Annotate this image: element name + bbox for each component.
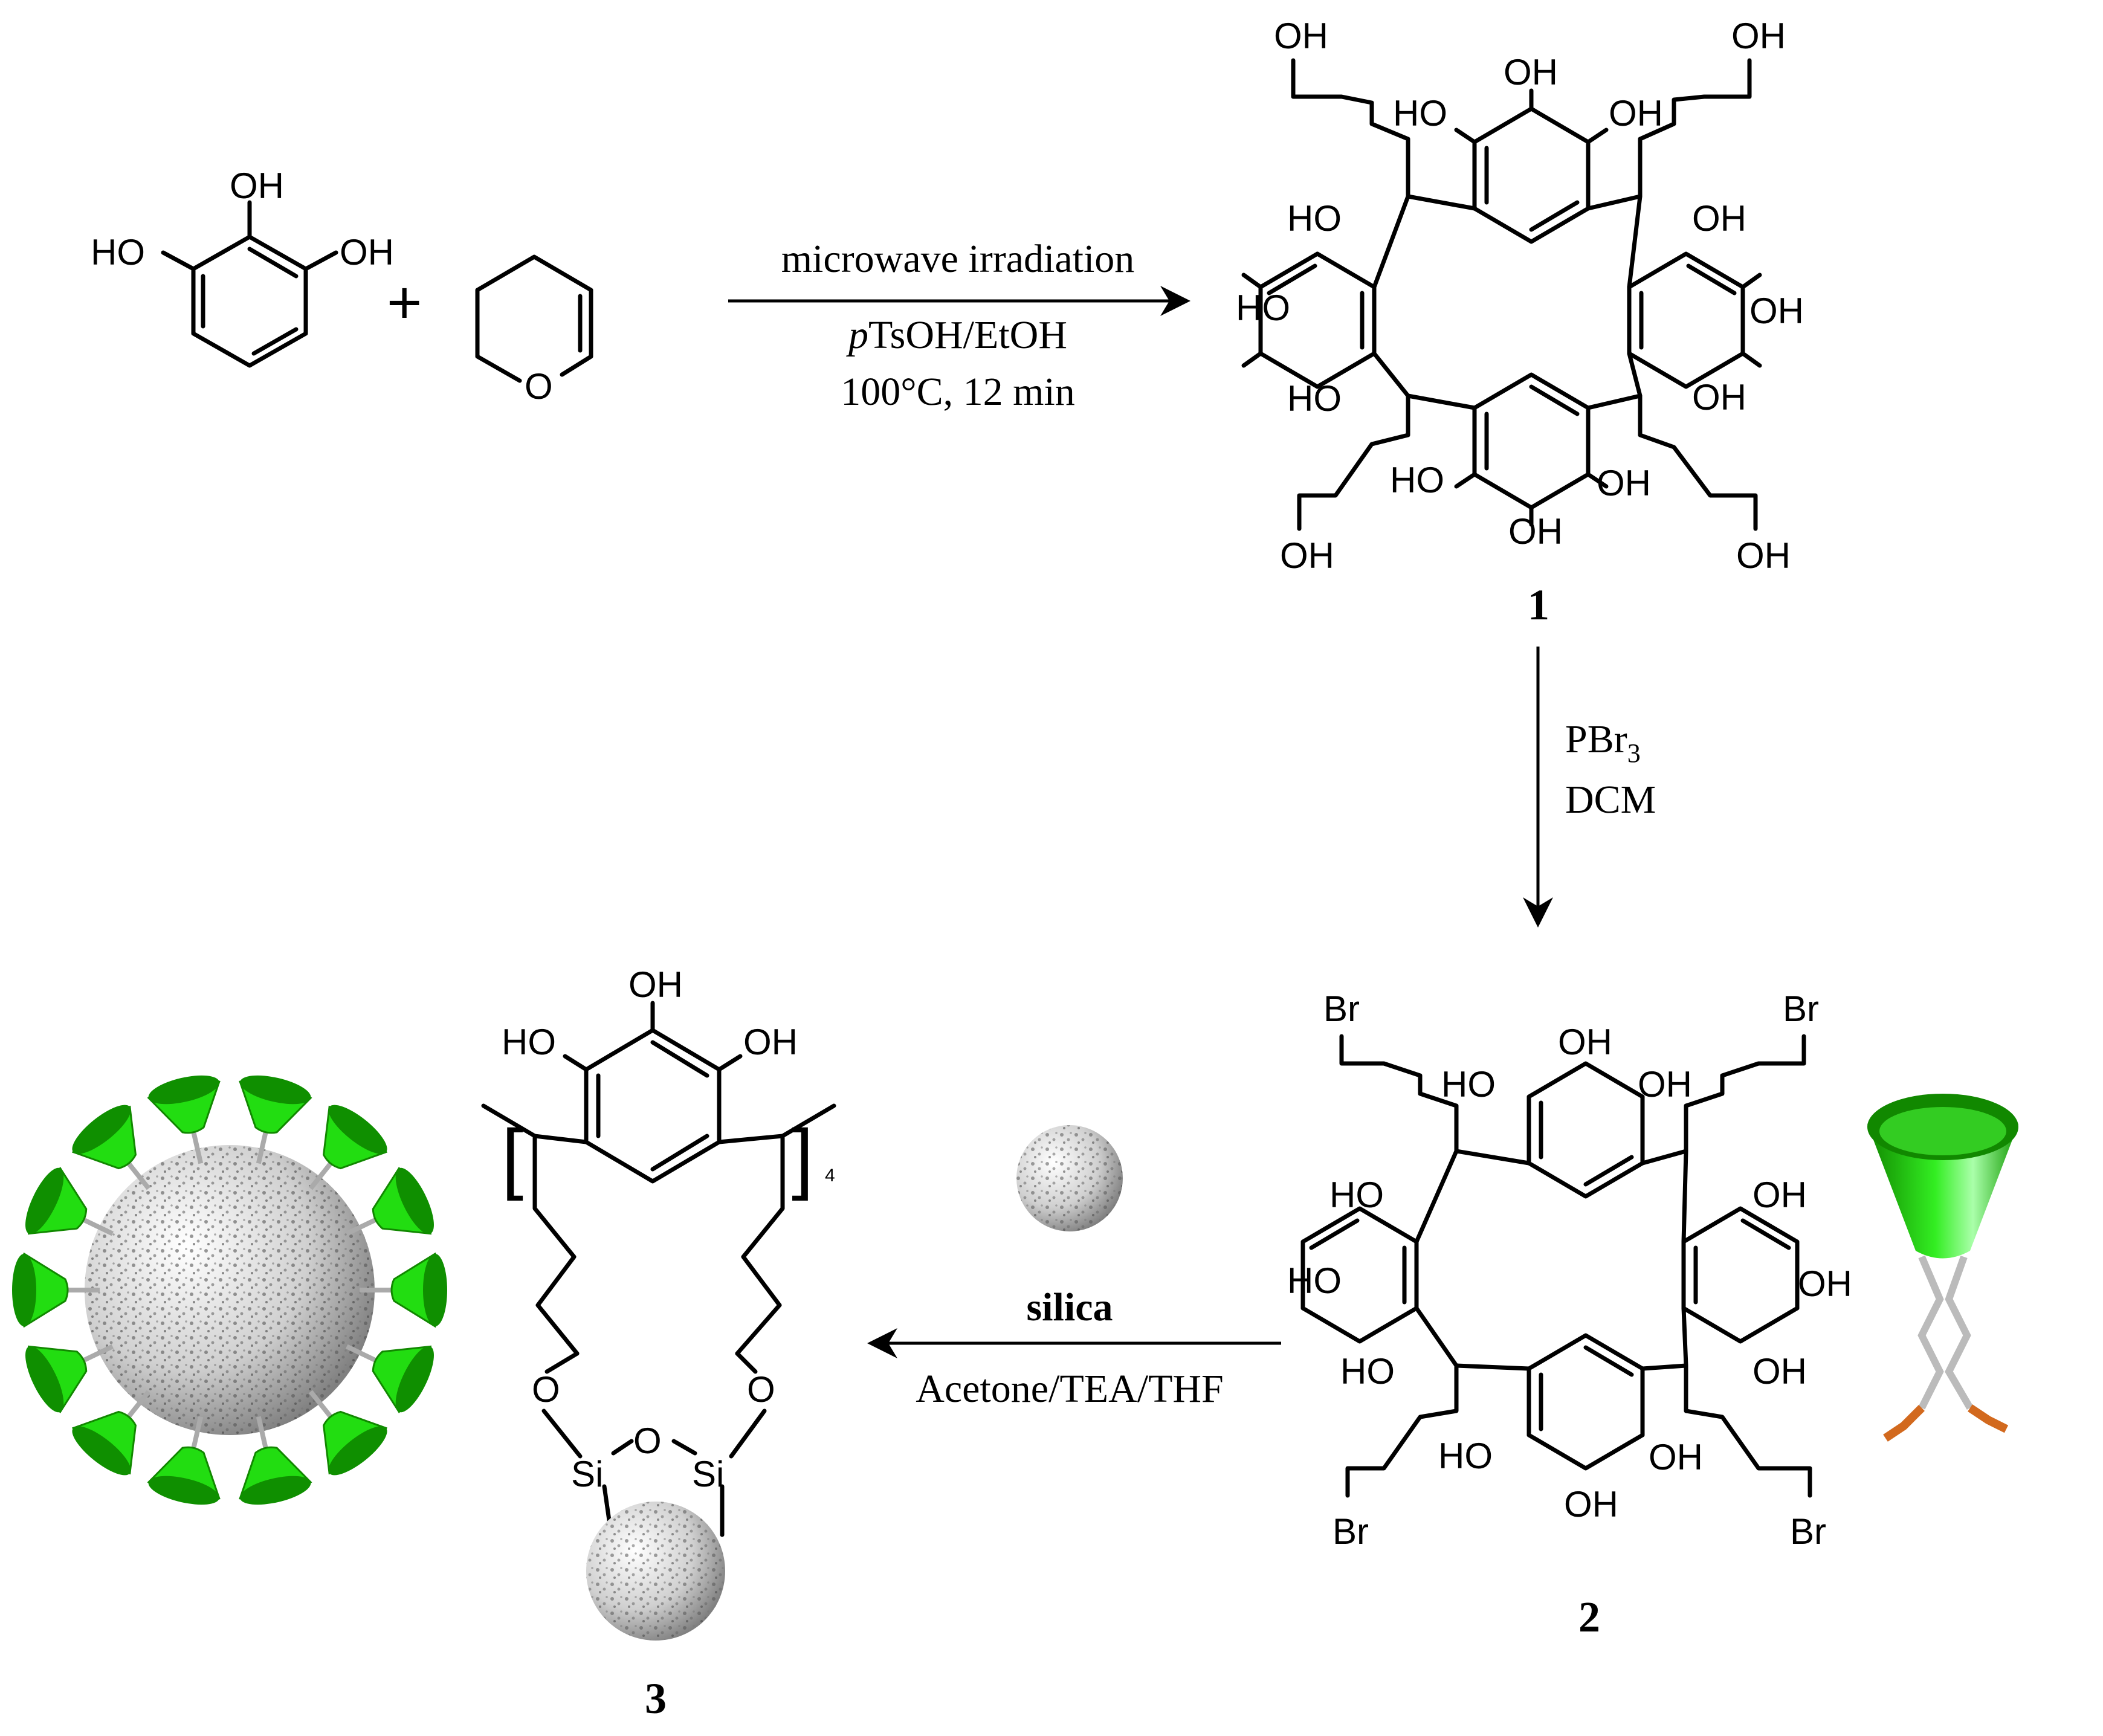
functionalized-silica-cartoon: [12, 1075, 447, 1505]
dihydropyran-oxygen: O: [525, 366, 553, 407]
c1-left-ho-1: HO: [1287, 198, 1342, 239]
step3-solvent: Acetone/TEA/THF: [916, 1367, 1224, 1411]
cavitand-cone: [345, 1344, 434, 1413]
cavitand-cone: [71, 1390, 151, 1476]
compound-1-label: 1: [1528, 581, 1549, 629]
c3-silicon-left: Si: [571, 1454, 603, 1494]
cavitand-cartoon: [1867, 1094, 2018, 1442]
c2-left-ho-3: HO: [1340, 1351, 1395, 1392]
c2-right-oh-2: OH: [1798, 1263, 1852, 1304]
c1-top-oh-3: OH: [1609, 93, 1663, 134]
c1-top-ho-2: HO: [1393, 93, 1447, 134]
c2-left-ho-1: HO: [1329, 1175, 1384, 1215]
c3-oxygen-left: O: [532, 1369, 560, 1410]
c2-bot-oh-2: OH: [1649, 1437, 1703, 1477]
c3-bracket-right: ]: [792, 1113, 813, 1201]
c1-left-ho-3: HO: [1287, 378, 1342, 419]
c1-bot-oh-3: OH: [1508, 511, 1563, 552]
cavitand-cone: [308, 1105, 388, 1190]
c1-tail-oh-br: OH: [1736, 535, 1791, 576]
pyrogallol-ho-left: HO: [91, 232, 145, 273]
c3-bracket-left: [: [502, 1113, 523, 1201]
dihydropyran-structure: O: [475, 254, 593, 407]
compound-2-structure: Br Br Br Br OH HO OH HO HO HO OH OH OH H…: [1287, 989, 1852, 1552]
c1-tail-oh-tr: OH: [1731, 16, 1786, 56]
c3-repeat-count: 4: [825, 1166, 835, 1186]
c2-tail-br-tl: Br: [1323, 989, 1360, 1029]
c1-top-oh-1: OH: [1504, 52, 1558, 92]
c1-right-oh-2: OH: [1749, 291, 1804, 331]
plus-sign: +: [387, 269, 422, 337]
pyrogallol-oh-top: OH: [230, 166, 284, 206]
cavitand-cone: [25, 1167, 114, 1236]
c3-oh-top: OH: [628, 964, 683, 1005]
cavitand-cone: [71, 1105, 151, 1190]
silica-sphere-support-texture: [586, 1502, 725, 1641]
c2-right-oh-1: OH: [1752, 1175, 1807, 1215]
c1-bot-ho-1: HO: [1390, 460, 1444, 500]
c2-tail-br-bl: Br: [1333, 1511, 1369, 1552]
c3-oh-right: OH: [743, 1022, 798, 1062]
c1-right-oh-3: OH: [1692, 377, 1746, 418]
c2-bot-oh-3: OH: [1564, 1484, 1618, 1525]
cavitand-cone: [239, 1416, 312, 1505]
cavitand-cone: [345, 1167, 434, 1236]
step1-conditions-line1: microwave irradiation: [781, 237, 1135, 281]
compound-3-structure: [ ] 4 OH HO OH O O Si O Si: [481, 964, 836, 1537]
cavitand-cone: [239, 1075, 312, 1164]
c1-tail-oh-tl: OH: [1274, 16, 1328, 56]
c3-silicon-right: Si: [692, 1454, 724, 1494]
c1-left-ho-2: HO: [1236, 288, 1290, 328]
c2-tail-br-br: Br: [1790, 1511, 1826, 1552]
cavitand-cone: [147, 1416, 221, 1505]
c3-ho-left: HO: [502, 1022, 556, 1062]
c1-bot-oh-2: OH: [1597, 463, 1651, 503]
c2-left-ho-2: HO: [1287, 1260, 1342, 1301]
c3-oxygen-bridge: O: [633, 1421, 662, 1461]
step1-conditions-line3: 100°C, 12 min: [841, 370, 1075, 414]
step2-solvent: DCM: [1565, 778, 1656, 822]
pyrogallol-structure: OH HO OH: [91, 166, 394, 368]
pyrogallol-oh-right: OH: [340, 232, 394, 273]
c2-top-oh-1: OH: [1558, 1022, 1612, 1062]
c1-right-oh-1: OH: [1692, 198, 1746, 239]
compound-2-label: 2: [1578, 1593, 1600, 1641]
compound-3-label: 3: [645, 1674, 667, 1723]
c1-tail-oh-bl: OH: [1280, 535, 1334, 576]
step1-conditions-line2: pTsOH/EtOH: [846, 313, 1067, 357]
step2-reagent: PBr3: [1565, 717, 1641, 768]
c2-top-ho-2: HO: [1441, 1064, 1496, 1105]
cavitand-cone: [360, 1252, 447, 1328]
c2-right-oh-3: OH: [1752, 1351, 1807, 1392]
cavitand-cone: [147, 1075, 221, 1164]
compound-1-structure: OH OH OH OH OH HO OH HO HO HO OH OH OH H…: [1236, 16, 1804, 576]
silica-sphere-texture: [1016, 1125, 1123, 1231]
c2-tail-br-tr: Br: [1783, 989, 1819, 1029]
c3-oxygen-right: O: [747, 1369, 775, 1410]
step3-reagent: silica: [1027, 1285, 1113, 1329]
c2-top-oh-3: OH: [1638, 1064, 1692, 1105]
cavitand-cone: [25, 1344, 114, 1413]
cavitand-cone: [12, 1252, 100, 1328]
c2-bot-ho-1: HO: [1438, 1436, 1493, 1476]
cavitand-cone: [308, 1390, 388, 1476]
